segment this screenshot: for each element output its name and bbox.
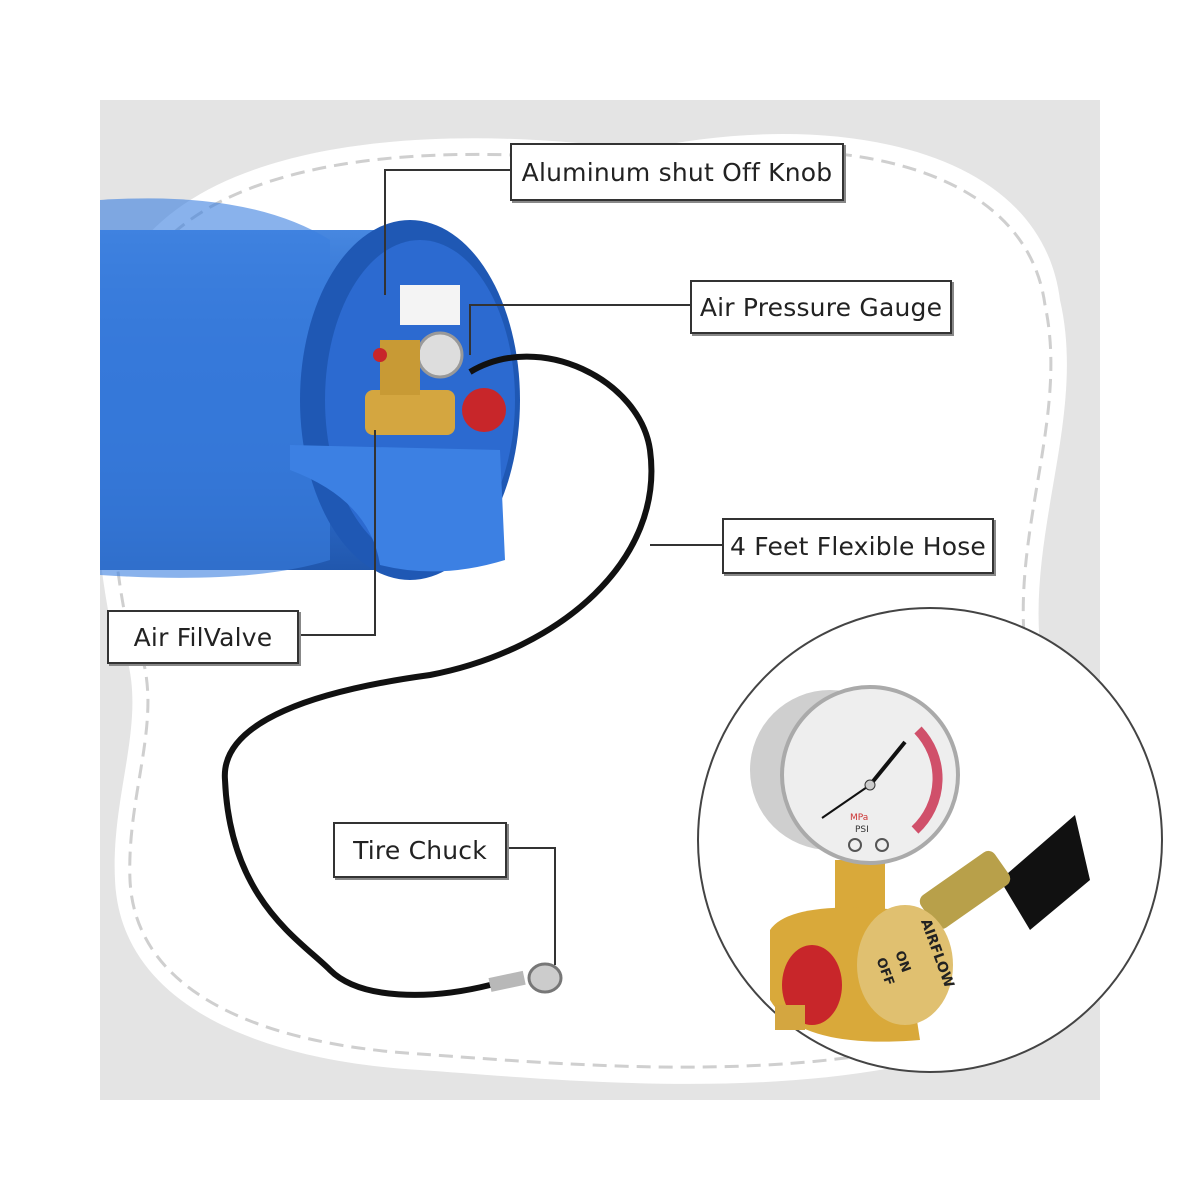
leader-lines	[297, 169, 722, 965]
unit-mpa: MPa	[850, 813, 868, 823]
inset-detail: AIRFLOW ON OFF MPa PSI	[697, 607, 1163, 1073]
label-flexible-hose: 4 Feet Flexible Hose	[722, 518, 994, 574]
propane-tank	[100, 198, 520, 580]
tire-chuck-icon	[488, 962, 563, 994]
label-tire-chuck: Tire Chuck	[333, 822, 507, 878]
flexible-hose	[221, 353, 655, 998]
tank-valve	[365, 331, 506, 435]
label-air-pressure-gauge: Air Pressure Gauge	[690, 280, 952, 334]
label-aluminum-shutoff-knob: Aluminum shut Off Knob	[510, 143, 844, 201]
on-text: ON	[891, 949, 913, 975]
gauge-face	[780, 685, 960, 865]
unit-psi: PSI	[855, 825, 869, 835]
gauge-needle	[868, 740, 907, 787]
shutoff-knob-icon	[462, 388, 506, 432]
airflow-cap	[857, 905, 953, 1025]
label-air-fill-valve: Air FilValve	[107, 610, 299, 664]
